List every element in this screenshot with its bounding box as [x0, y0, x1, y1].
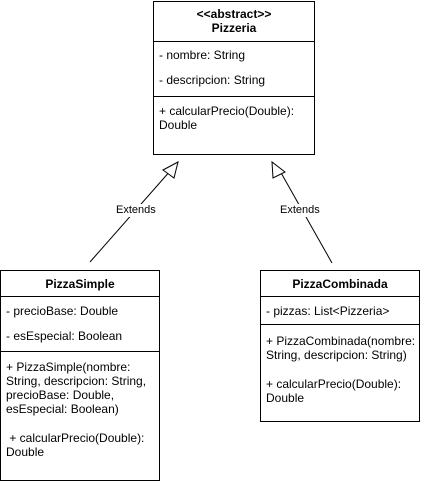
method-line: Double	[6, 445, 45, 459]
method-line: esEspecial: Boolean)	[6, 402, 119, 416]
attribute-nombre: - nombre: String	[159, 48, 246, 62]
class-name: PizzaCombinada	[292, 277, 388, 291]
class-name: Pizzeria	[211, 21, 257, 35]
methods-section: + PizzaCombinada(nombre: String, descrip…	[261, 325, 419, 421]
method-line: + PizzaSimple(nombre:	[6, 360, 131, 374]
class-box-pizzeria[interactable]: <<abstract>> Pizzeria - nombre: String -…	[153, 1, 315, 155]
method-line: String, descripcion: String,	[6, 374, 147, 388]
attributes-section: - nombre: String - descripcion: String	[154, 42, 314, 97]
method-line: + calcularPrecio(Double):	[266, 377, 402, 391]
method-line: String, descripcion: String)	[266, 348, 407, 362]
class-header: PizzaCombinada	[261, 271, 419, 297]
inheritance-arrowhead-right	[271, 160, 286, 179]
attributes-section: - precioBase: Double - esEspecial: Boole…	[1, 297, 159, 352]
attributes-section: - pizzas: List<Pizzeria>	[261, 297, 419, 325]
attribute-pizzas: - pizzas: List<Pizzeria>	[266, 304, 390, 318]
class-header: <<abstract>> Pizzeria	[154, 2, 314, 42]
class-name: PizzaSimple	[45, 277, 115, 291]
attribute-preciobase: - precioBase: Double	[6, 304, 119, 318]
inheritance-arrowhead-left	[162, 161, 179, 179]
edge-label-extends-left: Extends	[115, 204, 157, 217]
attribute-descripcion: - descripcion: String	[159, 73, 266, 87]
methods-section: + calcularPrecio(Double): Double	[154, 97, 314, 154]
edge-label-extends-right: Extends	[279, 204, 321, 217]
method-line: + calcularPrecio(Double):	[6, 431, 145, 445]
method-line: + PizzaCombinada(nombre:	[266, 334, 416, 348]
method-line: Double	[266, 391, 305, 405]
class-box-pizzasimple[interactable]: PizzaSimple - precioBase: Double - esEsp…	[0, 270, 160, 481]
class-stereotype: <<abstract>>	[196, 7, 272, 21]
method-line: Double	[159, 118, 198, 132]
edge-pizzacombinada-extends-pizzeria	[279, 170, 333, 264]
method-line: precioBase: Double,	[6, 388, 115, 402]
method-line: + calcularPrecio(Double):	[159, 104, 295, 118]
class-header: PizzaSimple	[1, 271, 159, 297]
attribute-esespecial: - esEspecial: Boolean	[6, 329, 123, 343]
methods-section: + PizzaSimple(nombre: String, descripcio…	[1, 352, 159, 480]
class-box-pizzacombinada[interactable]: PizzaCombinada - pizzas: List<Pizzeria> …	[260, 270, 420, 422]
